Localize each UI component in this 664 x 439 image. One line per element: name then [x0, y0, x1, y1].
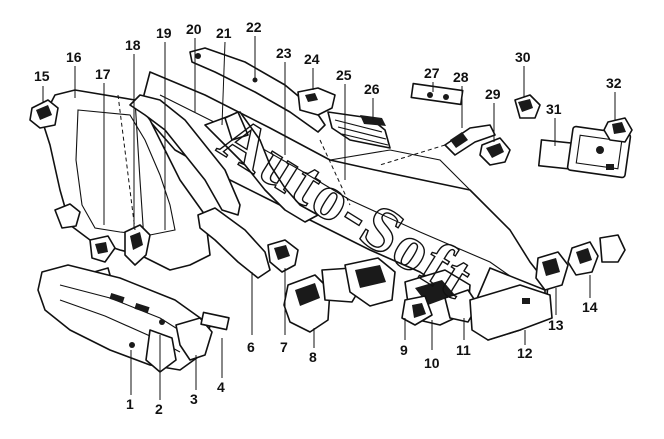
callout-10: 10	[424, 355, 440, 371]
callout-6: 6	[247, 339, 255, 355]
clip-15	[29, 99, 59, 129]
callout-16: 16	[66, 49, 82, 65]
callout-12: 12	[517, 345, 533, 361]
callout-9: 9	[400, 342, 408, 358]
switch-29	[479, 137, 511, 166]
clip-30	[514, 94, 541, 119]
callout-2: 2	[155, 401, 163, 417]
bracket-3	[175, 317, 213, 361]
callout-18: 18	[125, 37, 141, 53]
callout-23: 23	[276, 45, 292, 61]
callout-1: 1	[126, 396, 134, 412]
dash-top-strip	[204, 111, 319, 223]
callout-14: 14	[582, 299, 598, 315]
callout-22: 22	[246, 19, 262, 35]
air-hose-28	[444, 124, 496, 156]
switches-13-14	[535, 234, 626, 291]
callout-28: 28	[453, 69, 469, 85]
callout-7: 7	[280, 339, 288, 355]
callout-8: 8	[309, 349, 317, 365]
callout-27: 27	[424, 65, 440, 81]
lower-tray-1-2	[37, 264, 211, 373]
callout-13: 13	[548, 317, 564, 333]
switch-housing-8	[283, 267, 363, 333]
latch-18	[124, 224, 151, 266]
callout-19: 19	[156, 25, 172, 41]
callout-labels: 1 2 3 4 6 7 8 9 10 11 12 13 14 15 16 17 …	[34, 19, 622, 417]
plate-4	[200, 311, 230, 331]
callout-3: 3	[190, 391, 198, 407]
callout-17: 17	[95, 66, 111, 82]
window-frame-trim	[129, 94, 241, 216]
callout-30: 30	[515, 49, 531, 65]
callout-32: 32	[606, 75, 622, 91]
callout-4: 4	[217, 379, 225, 395]
switch-7	[267, 239, 299, 273]
switch-cluster-9-10-11	[344, 257, 479, 326]
guide-lines	[117, 94, 446, 231]
leader-lines	[42, 36, 616, 400]
callout-15: 15	[34, 68, 50, 84]
callout-31: 31	[546, 101, 562, 117]
strip-6	[197, 207, 271, 279]
glovebox-12	[469, 284, 553, 341]
nameplate-27	[410, 82, 464, 106]
callout-11: 11	[456, 342, 471, 358]
knob-32	[603, 117, 633, 143]
callout-25: 25	[336, 67, 352, 83]
callout-26: 26	[364, 81, 380, 97]
bracket-24	[297, 87, 336, 116]
callout-29: 29	[485, 86, 501, 102]
callout-21: 21	[216, 25, 232, 41]
vent-grille-25-26	[327, 111, 391, 149]
callout-20: 20	[186, 21, 202, 37]
callout-24: 24	[304, 51, 320, 67]
